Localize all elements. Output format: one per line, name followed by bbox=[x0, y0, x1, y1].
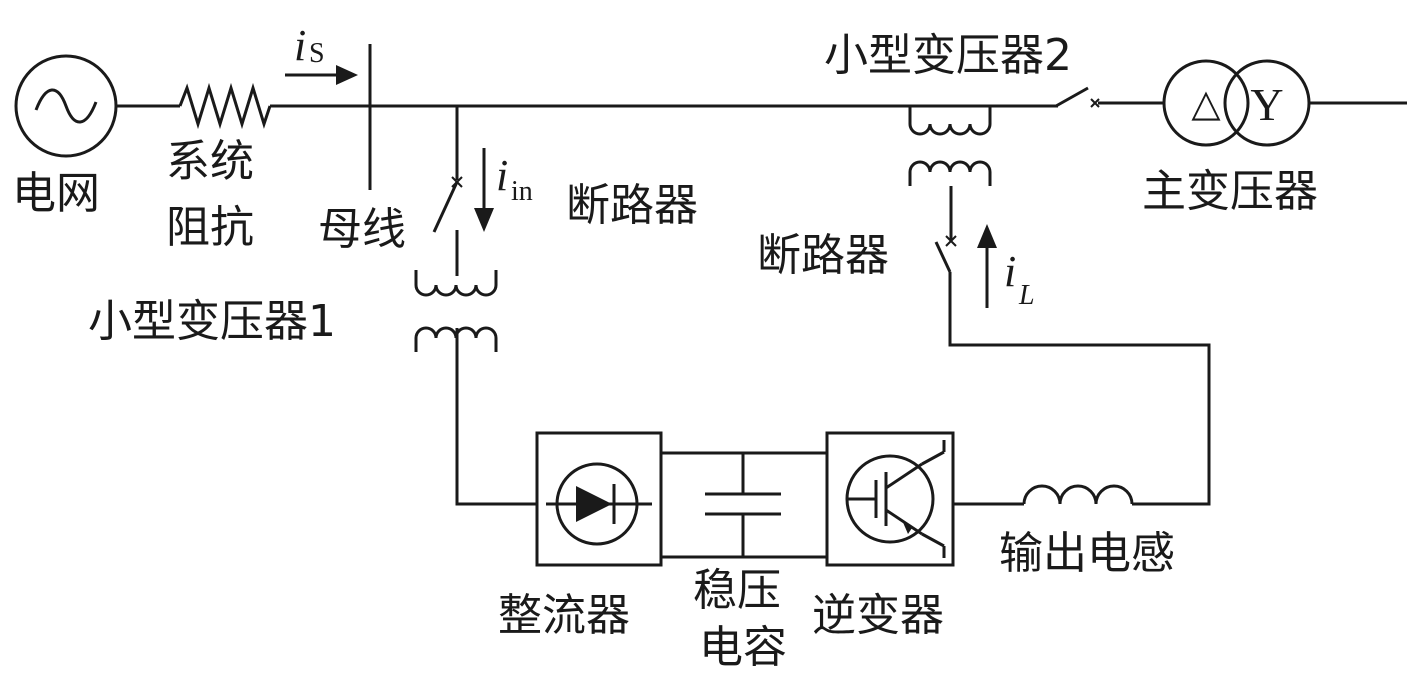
system-impedance-resistor bbox=[178, 82, 272, 130]
rectifier-input-wire bbox=[455, 328, 537, 506]
main-transformer-switch bbox=[1055, 86, 1165, 108]
current-is-subscript: S bbox=[309, 38, 325, 69]
grid-source bbox=[14, 54, 118, 158]
current-il-symbol: i bbox=[1004, 247, 1016, 296]
output-inductor-label: 输出电感 bbox=[999, 528, 1175, 579]
current-iin-arrow bbox=[474, 148, 494, 232]
rectifier-block bbox=[535, 431, 663, 567]
inverter-block bbox=[825, 431, 955, 567]
small-transformer-2 bbox=[908, 106, 992, 186]
rectifier-label: 整流器 bbox=[498, 590, 630, 641]
capacitor-label-2: 电容 bbox=[699, 622, 787, 673]
breaker-2-switch bbox=[934, 186, 957, 273]
current-is-symbol: i bbox=[294, 21, 306, 70]
current-il-arrow bbox=[977, 224, 997, 308]
breaker-2-label: 断路器 bbox=[757, 230, 889, 281]
main-transformer-label: 主变压器 bbox=[1142, 166, 1318, 217]
inductor-return-wire bbox=[948, 272, 1211, 506]
output-inductor bbox=[1022, 484, 1134, 505]
dc-link-capacitor bbox=[661, 451, 827, 559]
breaker-1-switch bbox=[432, 176, 463, 233]
breaker-1-label: 断路器 bbox=[566, 180, 698, 231]
small-transformer-2-label: 小型变压器2 bbox=[824, 30, 1072, 81]
bus-label: 母线 bbox=[318, 204, 406, 255]
wye-symbol: Y bbox=[1250, 79, 1283, 130]
current-iin-symbol: i bbox=[496, 151, 508, 200]
main-transformer: △ Y bbox=[1162, 59, 1311, 147]
inverter-label: 逆变器 bbox=[812, 590, 944, 641]
small-transformer-1-label: 小型变压器1 bbox=[88, 296, 336, 347]
current-il-subscript: L bbox=[1018, 280, 1035, 311]
system-impedance-label-2: 阻抗 bbox=[166, 202, 254, 253]
current-is-arrow bbox=[285, 65, 358, 85]
current-iin-subscript: in bbox=[511, 176, 533, 207]
capacitor-label-1: 稳压 bbox=[693, 565, 781, 616]
system-impedance-label-1: 系统 bbox=[166, 136, 254, 187]
delta-symbol: △ bbox=[1191, 83, 1221, 125]
grid-label: 电网 bbox=[12, 168, 100, 219]
